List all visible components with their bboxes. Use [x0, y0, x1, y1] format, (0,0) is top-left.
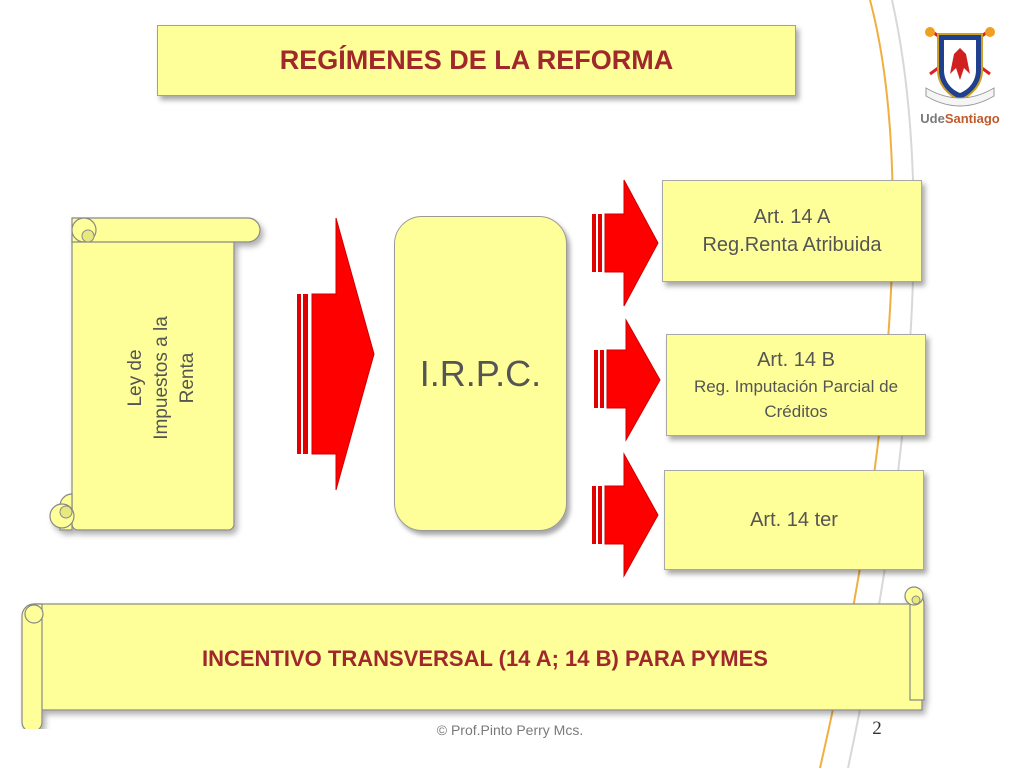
article-14b-box: Art. 14 B Reg. Imputación Parcial de Cré…	[666, 334, 926, 436]
arrow-right-icon	[592, 179, 659, 307]
article-title: Art. 14 B	[757, 349, 835, 371]
article-14a-box: Art. 14 A Reg.Renta Atribuida	[662, 180, 922, 282]
law-scroll-label: Ley de Impuestos a la Renta	[125, 316, 198, 440]
law-scroll-shape	[49, 217, 261, 531]
university-crest-icon	[925, 27, 995, 107]
article-title: Art. 14 A	[753, 206, 831, 228]
page-number: 2	[872, 718, 882, 739]
irpc-box: I.R.P.C.	[394, 216, 567, 531]
arrow-right-icon	[592, 452, 659, 578]
article-title: Art. 14 ter	[750, 509, 838, 531]
university-logo-text: UdeSantiago	[918, 111, 1002, 126]
article-subtitle: Reg.Renta Atribuida	[702, 234, 882, 256]
logo-name: Santiago	[944, 111, 1000, 126]
footer-credit: © Prof.Pinto Perry Mcs.	[436, 722, 584, 738]
logo-prefix: Ude	[920, 111, 945, 126]
irpc-label: I.R.P.C.	[419, 352, 542, 394]
slide-title: REGÍMENES DE LA REFORMA	[279, 45, 674, 75]
article-subtitle: Reg. Imputación Parcial de Créditos	[693, 377, 899, 421]
slide-title-box: REGÍMENES DE LA REFORMA	[157, 25, 796, 96]
arrow-right-icon	[297, 217, 375, 491]
law-scroll-label-container: Ley de Impuestos a la Renta	[88, 243, 236, 513]
incentive-banner-shape	[21, 586, 925, 729]
incentive-banner-label-container: INCENTIVO TRANSVERSAL (14 A; 14 B) PARA …	[60, 628, 910, 690]
article-14ter-box: Art. 14 ter	[664, 470, 924, 570]
arrow-right-icon	[594, 318, 661, 442]
incentive-banner-label: INCENTIVO TRANSVERSAL (14 A; 14 B) PARA …	[202, 646, 768, 671]
